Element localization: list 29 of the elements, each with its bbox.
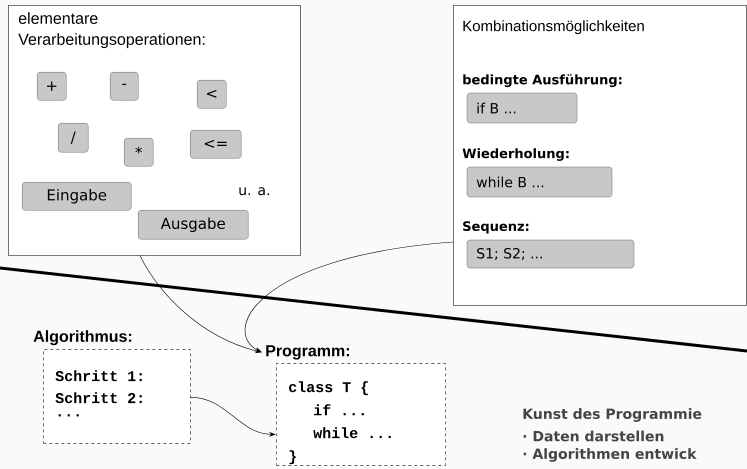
heading: Algorithmus: — [34, 330, 132, 346]
node-label: } — [290, 450, 296, 464]
arrow — [244, 242, 454, 352]
operation-key: * — [124, 138, 154, 166]
operation-key: < — [197, 80, 226, 108]
code-box: class T { if ... while ... } — [276, 363, 446, 466]
code-box: S1; S2; ... — [466, 240, 634, 268]
heading: bedingte Ausführung: — [463, 74, 622, 88]
note-line: · Algorithmen entwick — [524, 448, 697, 462]
panel-heading: Kombinationsmöglichkeiten — [463, 20, 644, 34]
operation-key: Eingabe — [22, 182, 132, 210]
note-line: · Daten darstellen — [524, 430, 664, 442]
operation-key: - — [110, 72, 138, 100]
node-label: if ... — [314, 404, 364, 416]
panel-heading: elementare Verarbeitungsoperationen: — [18, 12, 204, 48]
heading: Wiederholung: — [462, 148, 569, 161]
operation-key: <= — [190, 130, 242, 158]
operation-key: / — [58, 123, 88, 152]
code-box: if B ... — [466, 92, 578, 124]
note: u. a. — [239, 187, 269, 196]
operation-key: Ausgabe — [138, 210, 248, 240]
code-box: while B ... — [466, 166, 612, 198]
heading: Sequenz: — [463, 221, 528, 234]
operation-key: + — [37, 72, 66, 100]
code-box: Schritt 1: Schritt 2: ... — [43, 349, 191, 444]
heading: Programm: — [266, 345, 350, 360]
note-line: Kunst des Programmie — [524, 408, 702, 422]
node-label: while ... — [313, 427, 391, 438]
node-label: class T { — [289, 381, 368, 396]
